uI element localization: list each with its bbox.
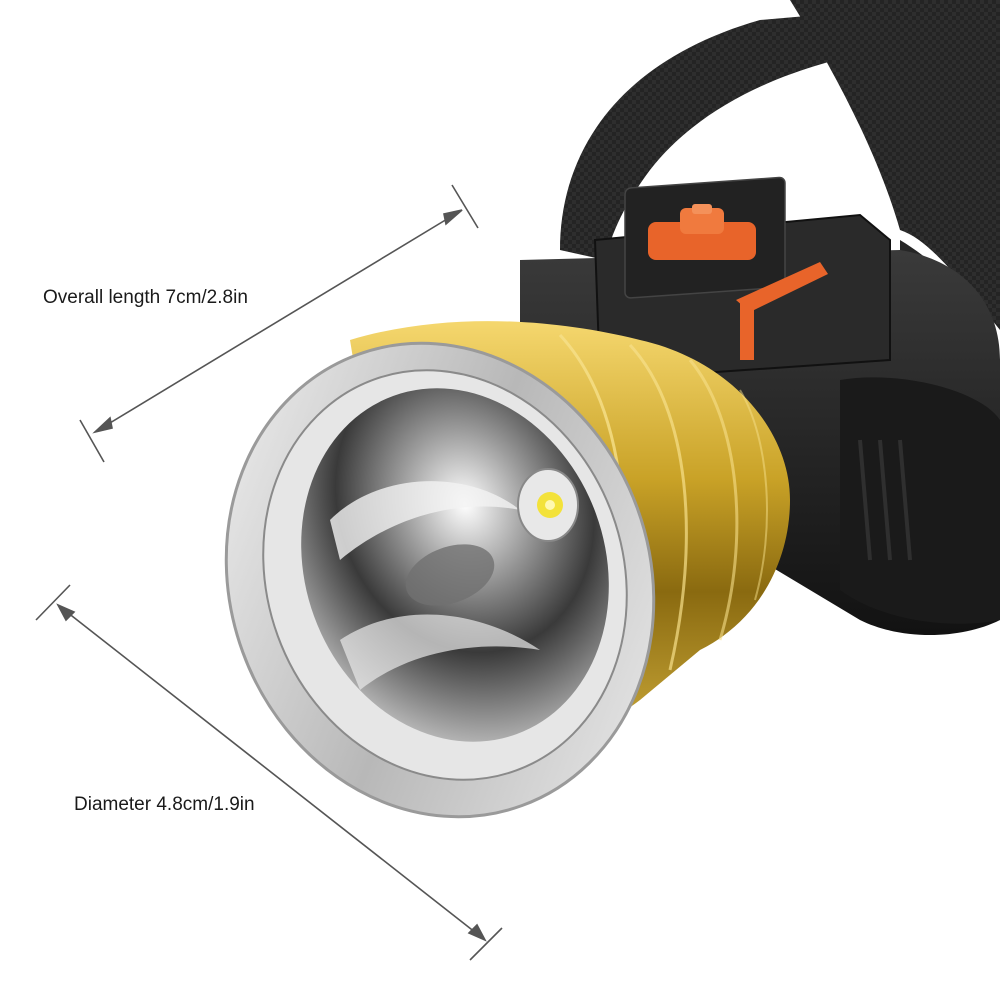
diameter-label: Diameter 4.8cm/1.9in	[74, 794, 255, 815]
led-emitter	[517, 468, 579, 542]
length-dimension-line	[79, 184, 479, 463]
power-button	[648, 204, 756, 260]
overall-length-label: Overall length 7cm/2.8in	[43, 287, 248, 308]
orange-clip	[736, 262, 828, 360]
diameter-dimension-line	[35, 584, 503, 961]
